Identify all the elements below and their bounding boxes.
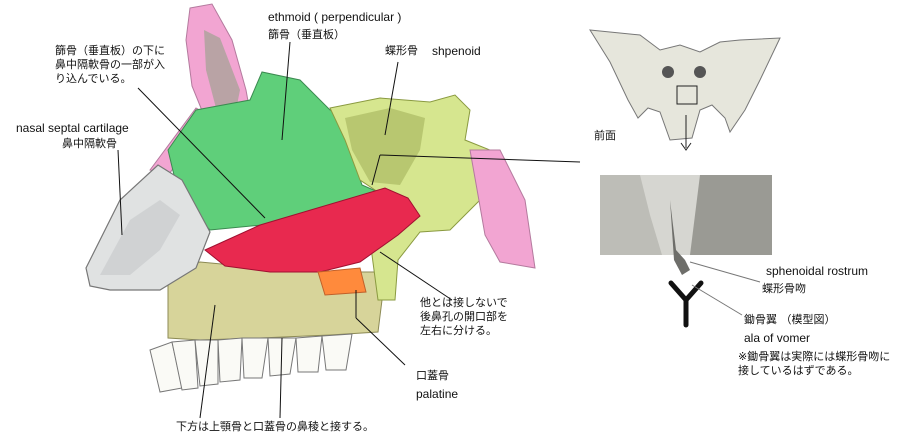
label-ala-en: ala of vomer	[744, 331, 811, 345]
ala-model	[668, 280, 704, 304]
label-rostrum-ja: 蝶形骨吻	[762, 282, 806, 295]
teeth	[149, 333, 353, 393]
label-palatine-ja: 口蓋骨	[416, 369, 449, 382]
palatine	[317, 267, 367, 296]
leader-lines	[117, 41, 581, 419]
label-ethmoid-en: ethmoid ( perpendicular )	[268, 10, 402, 24]
label-sphenoid-en: shpenoid	[432, 44, 481, 58]
label-rostrum-en: sphenoidal rostrum	[766, 264, 869, 278]
rostrum-closeup	[600, 175, 772, 275]
sphenoid-front-view	[589, 29, 781, 151]
label-palatine-en: palatine	[416, 387, 459, 401]
label-front-view: 前面	[594, 129, 616, 142]
label-ala-note: ※鋤骨翼は実際には蝶形骨吻に 接しているはずである。	[738, 350, 891, 377]
sphenoid-sinus	[345, 108, 425, 185]
label-cartilage-en: nasal septal cartilage	[16, 121, 129, 135]
cartilage-shade	[100, 200, 180, 275]
vomer	[204, 187, 421, 273]
rostrum-leaders	[689, 261, 761, 316]
label-sphenoid-ja: 蝶形骨	[385, 44, 418, 57]
nasal-cavity-shadow	[204, 30, 240, 110]
label-vomer-note: 他とは接しないで 後鼻孔の開口部を 左右に分ける。	[420, 296, 508, 337]
label-bottom-note: 下方は上顎骨と口蓋骨の鼻稜と接する。	[176, 420, 374, 433]
label-cartilage-ja: 鼻中隔軟骨	[62, 137, 117, 150]
label-ethmoid-ja: 篩骨（垂直板）	[268, 28, 345, 41]
nasal-right	[469, 149, 536, 269]
label-ala-ja: 鋤骨翼 （模型図）	[744, 313, 836, 326]
label-ethmoid-note: 篩骨（垂直板）の下に 鼻中隔軟骨の一部が入 り込んでいる。	[55, 44, 165, 85]
